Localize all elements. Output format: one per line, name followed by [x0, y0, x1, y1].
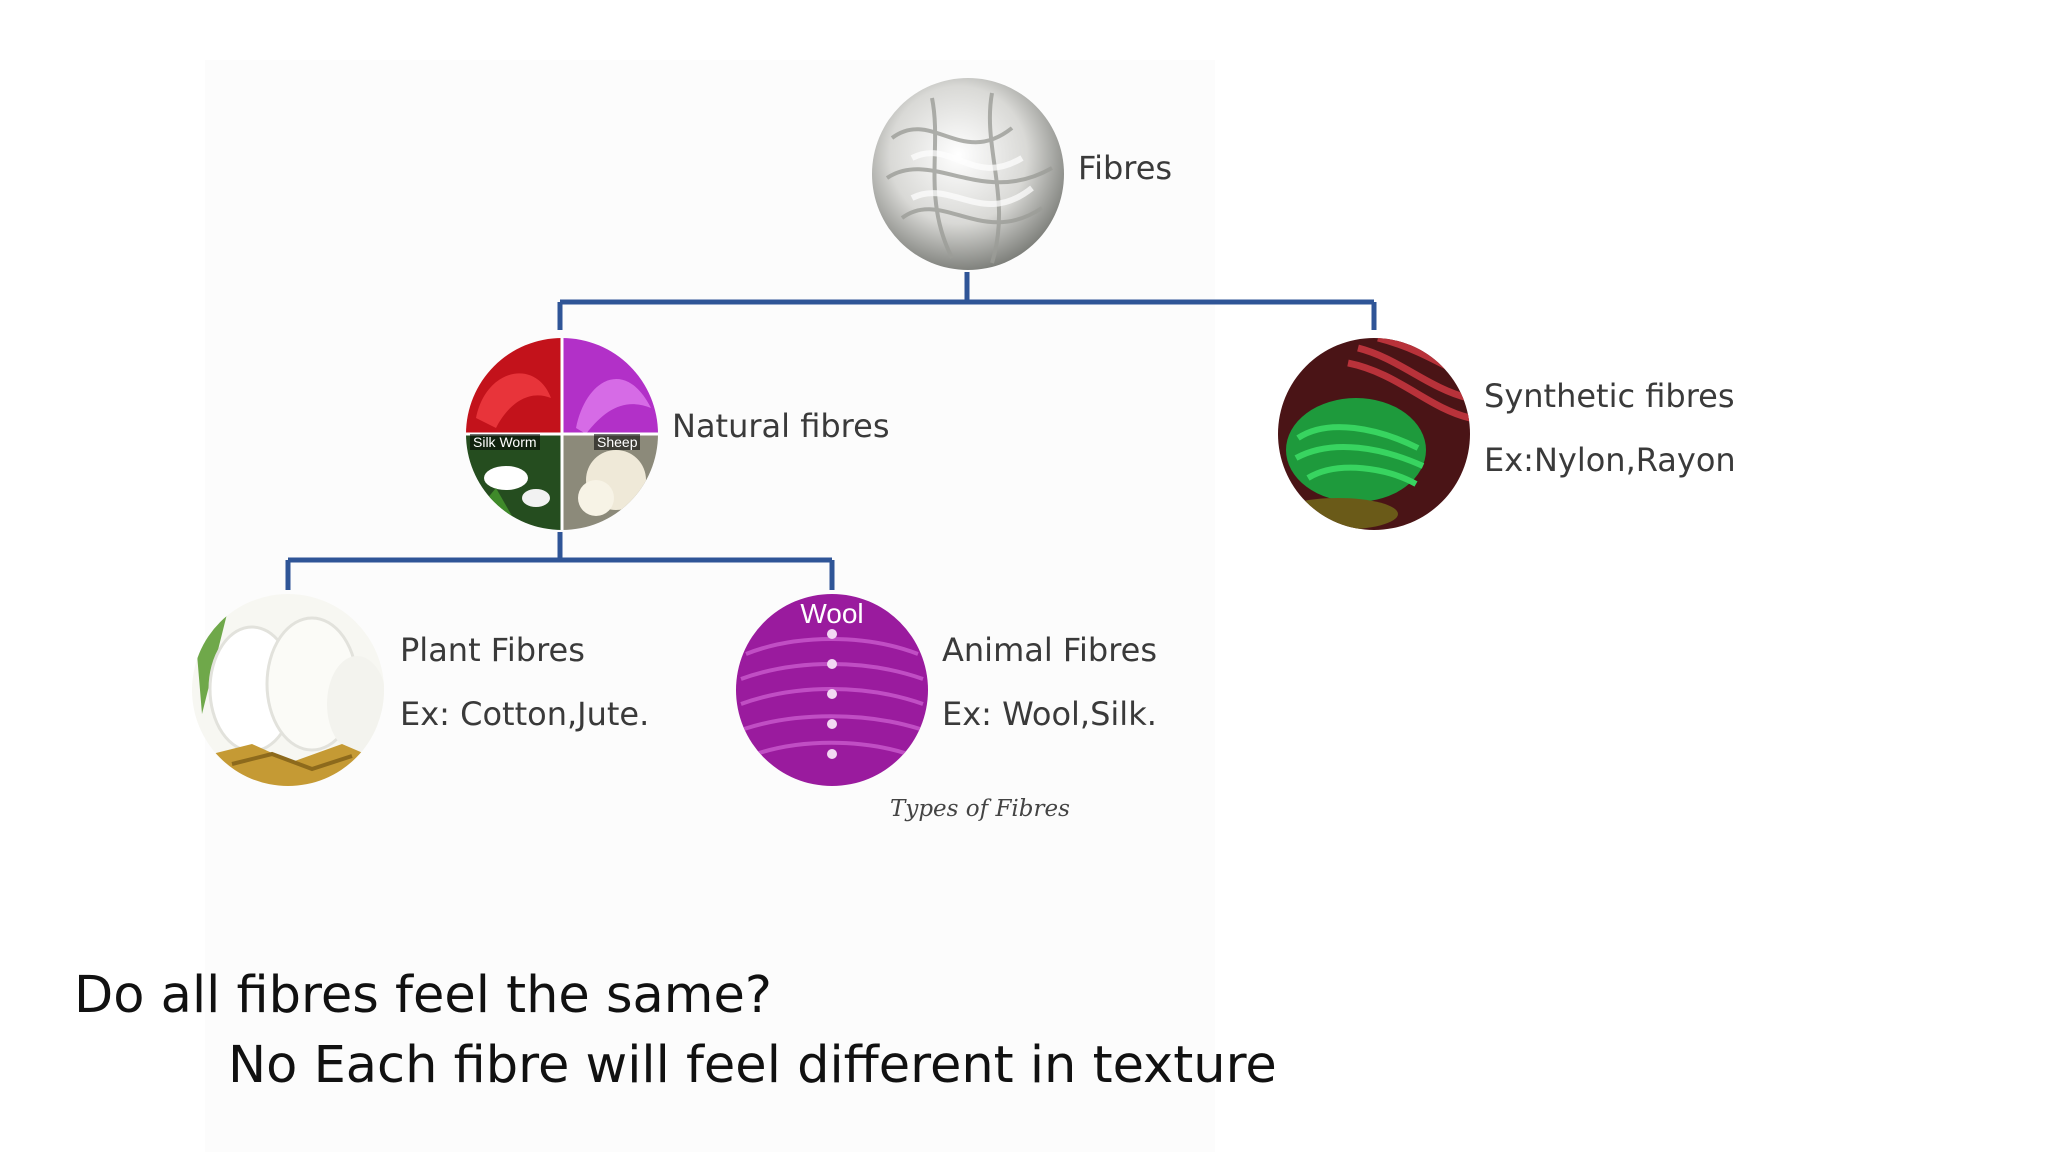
natural-connector [285, 532, 835, 590]
animal-fibres-label: Animal Fibres [942, 631, 1157, 669]
fibres-label: Fibres [1078, 149, 1173, 187]
synthetic-fibres-image [1278, 338, 1470, 530]
answer-text: No Each fibre will feel different in tex… [228, 1036, 1277, 1095]
root-connector [557, 272, 1377, 330]
diagram-background [205, 60, 1215, 1152]
wool-tag: Wool [800, 598, 864, 629]
silkworm-tag: Silk Worm [470, 434, 540, 450]
question-text: Do all fibres feel the same? [74, 966, 772, 1025]
animal-fibres-image: Wool [736, 594, 928, 786]
plant-fibres-image [192, 594, 384, 786]
diagram-caption: Types of Fibres [890, 796, 1070, 822]
animal-fibres-example: Ex: Wool,Silk. [942, 695, 1157, 733]
synthetic-fibres-example: Ex:Nylon,Rayon [1484, 441, 1736, 479]
plant-fibres-example: Ex: Cotton,Jute. [400, 695, 650, 733]
sheep-tag: Sheep [594, 434, 641, 450]
synthetic-fibres-label: Synthetic fibres [1484, 377, 1735, 415]
natural-fibres-label: Natural fibres [672, 407, 890, 445]
natural-fibres-image: Silk Worm Sheep [466, 338, 658, 530]
fibres-image [872, 78, 1064, 270]
plant-fibres-label: Plant Fibres [400, 631, 585, 669]
